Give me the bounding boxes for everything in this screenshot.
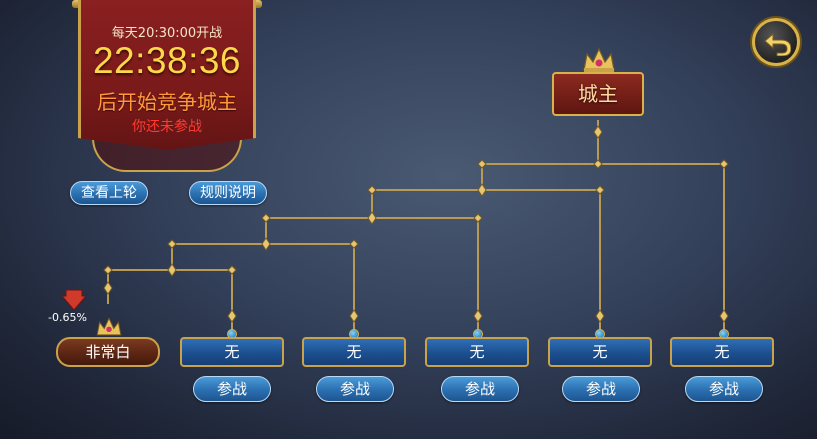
participation-status: 你还未参战 <box>132 119 202 135</box>
countdown-timer: 22:38:36 <box>92 40 242 81</box>
crown-icon <box>583 47 615 72</box>
crown-icon <box>96 317 122 336</box>
empty-slot: 无 <box>425 337 529 367</box>
view-last-round-button[interactable]: 查看上轮 <box>70 181 148 205</box>
join-battle-button[interactable]: 参战 <box>685 376 763 402</box>
empty-slot: 无 <box>670 337 774 367</box>
empty-slot: 无 <box>180 337 284 367</box>
return-arrow-icon <box>764 32 791 56</box>
countdown-banner: 每天20:30:00开战 22:38:36 后开始竞争城主 你还未参战 <box>78 0 256 150</box>
rules-button[interactable]: 规则说明 <box>189 181 267 205</box>
countdown-caption: 后开始竞争城主 <box>97 90 237 114</box>
return-button[interactable] <box>752 18 800 66</box>
empty-slot: 无 <box>548 337 652 367</box>
join-battle-button[interactable]: 参战 <box>562 376 640 402</box>
join-battle-button[interactable]: 参战 <box>441 376 519 402</box>
daily-schedule-text: 每天20:30:00开战 <box>111 26 223 41</box>
player-slot: 非常白 <box>56 337 160 367</box>
down-arrow-icon <box>62 290 86 310</box>
rank-change-percent: -0.65% <box>48 311 87 324</box>
city-lord-plaque: 城主 <box>552 72 644 116</box>
join-battle-button[interactable]: 参战 <box>316 376 394 402</box>
join-battle-button[interactable]: 参战 <box>193 376 271 402</box>
empty-slot: 无 <box>302 337 406 367</box>
